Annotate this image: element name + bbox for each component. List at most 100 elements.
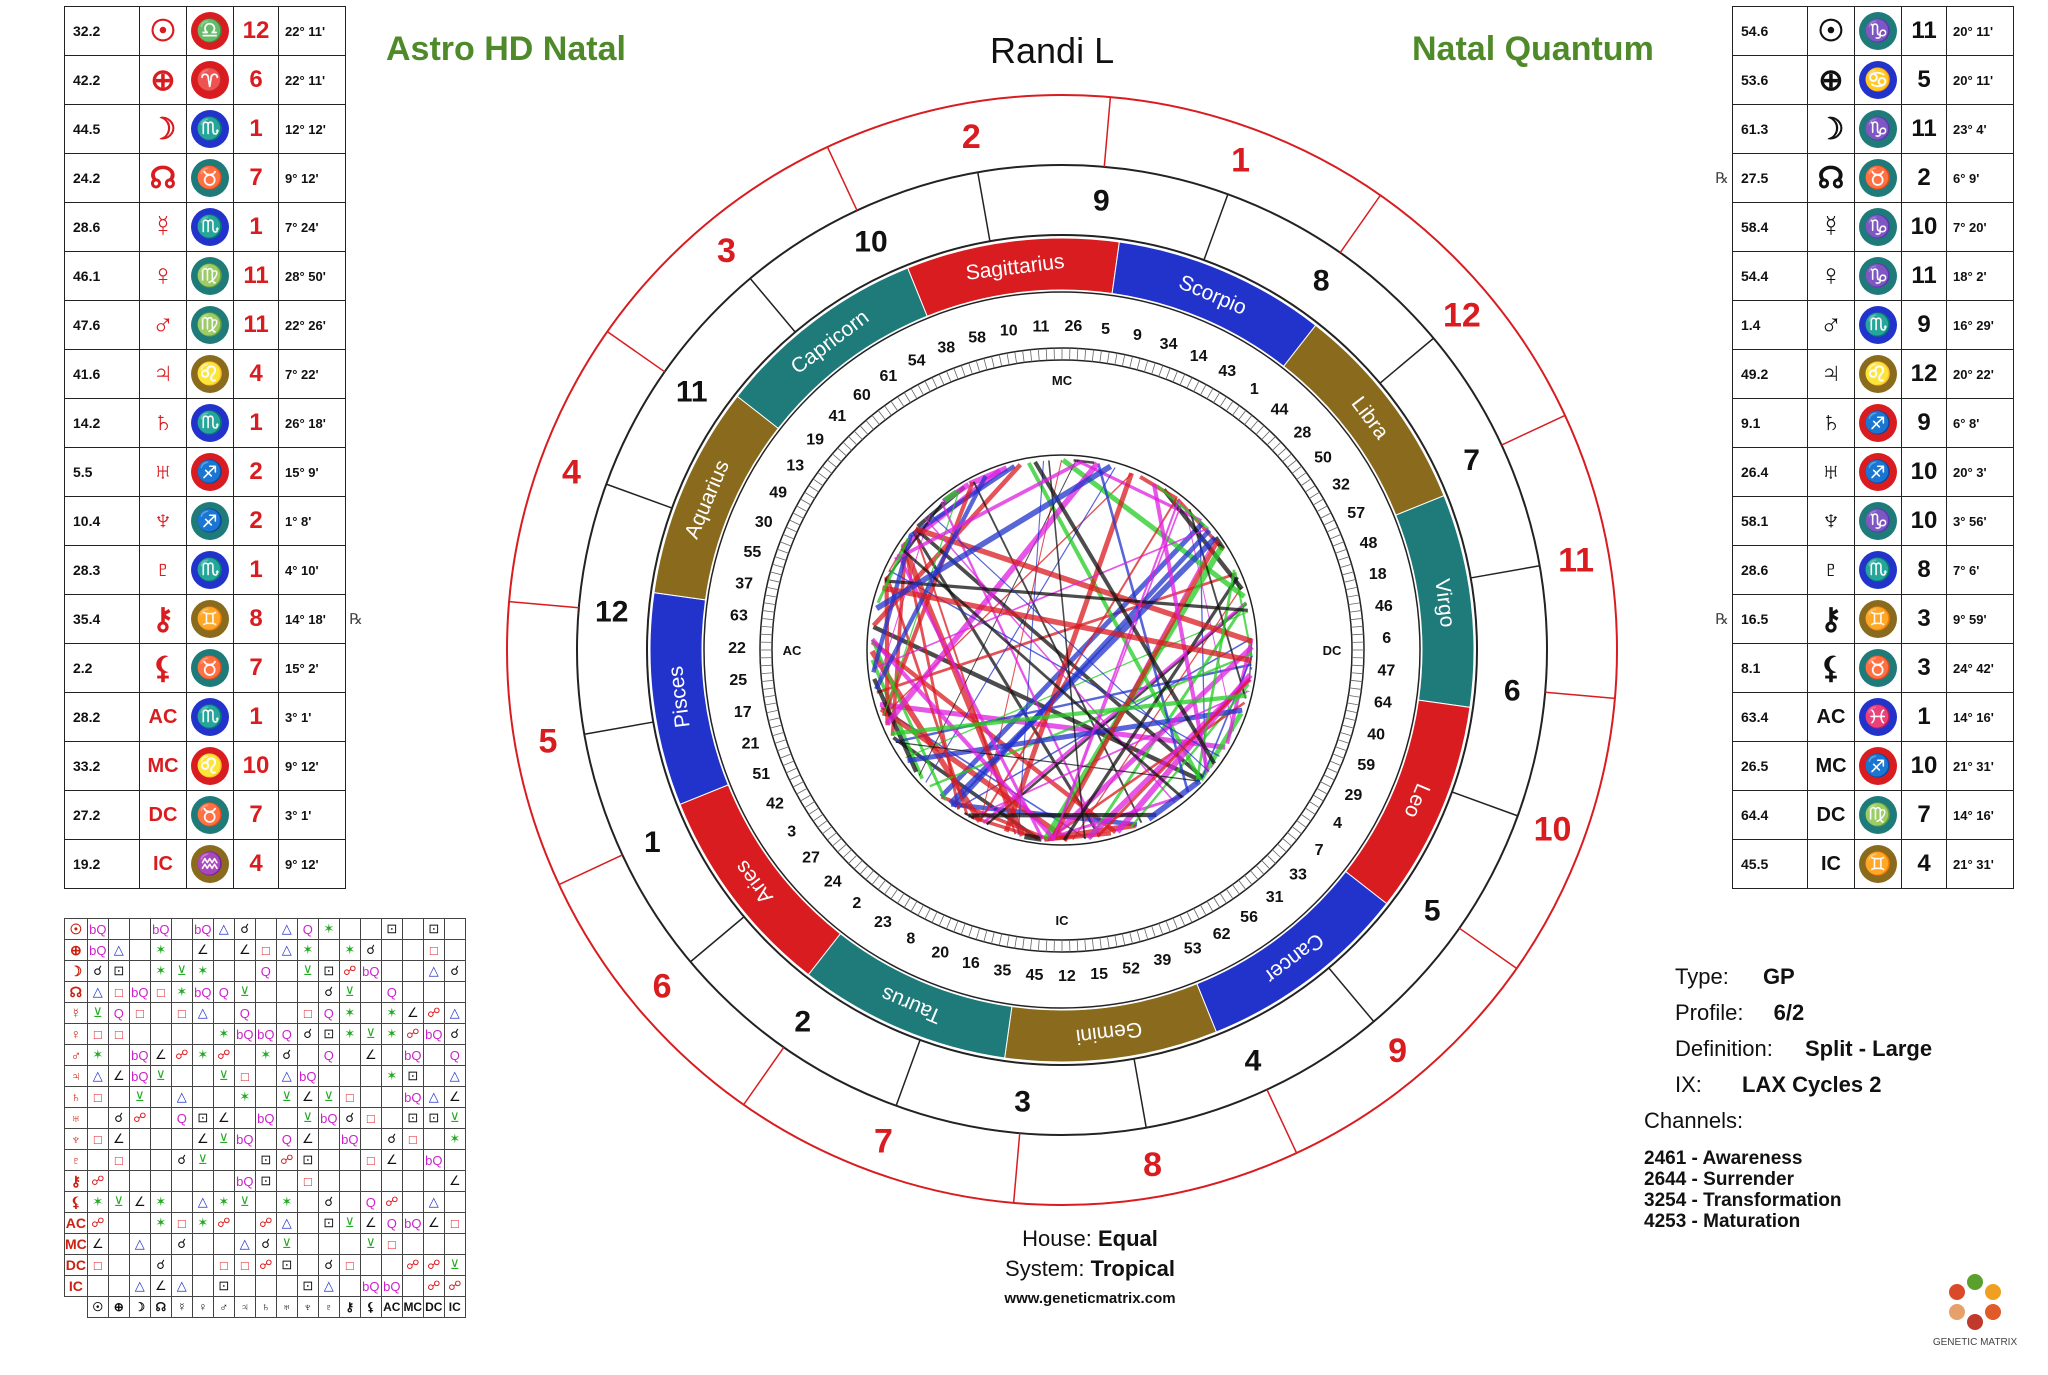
degree-tick <box>1300 478 1312 487</box>
degree-tick <box>1287 459 1297 468</box>
planet-line-value: 33.2 <box>64 741 140 791</box>
aspect-row: ♅☌☍Q⊡∠bQ⊻bQ☌□⊡⊡⊻ <box>64 1107 466 1129</box>
degree-value: 15° 2' <box>278 643 346 693</box>
inner-house-number: 1 <box>644 826 661 859</box>
planet-symbol-icon: ♆ <box>1807 496 1855 546</box>
degree-tick <box>1225 888 1234 900</box>
degree-tick <box>1266 436 1276 446</box>
aspect-line <box>1097 463 1190 793</box>
aspect-line <box>1210 763 1215 768</box>
degree-tick <box>1030 938 1033 951</box>
degree-tick <box>1158 923 1164 935</box>
planet-symbol-icon: ♂ <box>139 300 187 350</box>
degree-tick <box>792 512 804 519</box>
degree-tick <box>1121 354 1126 367</box>
gate-number: 10 <box>1000 322 1018 339</box>
planet-symbol-icon: AC <box>1807 692 1855 742</box>
degree-tick <box>1329 760 1342 766</box>
zodiac-badge: ♑ <box>1854 496 1902 546</box>
aspect-line <box>1003 472 1134 833</box>
degree-tick <box>761 618 774 621</box>
gate-number: 31 <box>1266 889 1284 906</box>
gate-ring-outer <box>703 291 1421 1009</box>
zodiac-sign-icon: ♌ <box>191 747 229 785</box>
degree-tick <box>1179 373 1186 386</box>
gate-number: 59 <box>1357 757 1375 774</box>
degree-tick <box>1349 610 1362 613</box>
degree-tick <box>917 904 924 916</box>
definition-value: Split - Large <box>1804 1036 1933 1061</box>
degree-tick <box>853 860 863 870</box>
planet-line-value: 54.6 <box>1732 6 1808 56</box>
gate-number: 3 <box>787 823 796 840</box>
gate-number: 61 <box>880 368 898 385</box>
degree-tick <box>1277 843 1287 853</box>
gate-number: 2 <box>852 895 861 912</box>
house-number: 10 <box>233 741 279 791</box>
aspect-circle <box>866 454 1258 846</box>
zodiac-badge: ♏ <box>186 398 234 448</box>
degree-tick <box>1206 900 1214 912</box>
aspect-row-label: IC <box>64 1275 88 1297</box>
zodiac-sign-icon: ♉ <box>191 159 229 197</box>
gate-number: 19 <box>806 432 824 449</box>
website-link[interactable]: www.geneticmatrix.com <box>1004 1290 1176 1307</box>
degree-tick <box>924 380 931 392</box>
degree-tick <box>822 826 833 835</box>
planet-line-value: 26.5 <box>1732 741 1808 791</box>
zodiac-sign-icon: ♐ <box>191 453 229 491</box>
degree-tick <box>1186 377 1193 389</box>
gate-number: 62 <box>1213 926 1231 943</box>
gate-number: 34 <box>1160 336 1178 353</box>
degree-tick <box>1206 388 1214 400</box>
gate-number: 49 <box>769 485 787 502</box>
planet-line-value: 54.4 <box>1732 251 1808 301</box>
degree-value: 6° 9' <box>1946 153 2014 203</box>
aspect-cell: bQ <box>296 1065 319 1087</box>
aspect-line <box>979 497 1178 822</box>
outer-house-number: 6 <box>653 968 672 1006</box>
inner-cusp-line <box>689 916 745 963</box>
zodiac-badge: ♏ <box>186 692 234 742</box>
degree-tick <box>762 610 775 613</box>
aspect-row-label: ☊ <box>64 981 88 1003</box>
degree-tick <box>1136 358 1141 370</box>
planet-line-value: 19.2 <box>64 839 140 889</box>
degree-tick <box>903 897 911 908</box>
degree-tick <box>960 365 966 377</box>
outer-house-number: 7 <box>874 1123 893 1161</box>
degree-tick <box>817 472 828 480</box>
degree-tick <box>774 739 787 744</box>
gate-number: 57 <box>1347 505 1365 522</box>
planet-symbol-icon: ☊ <box>139 153 187 203</box>
degree-tick <box>1296 472 1307 480</box>
aspect-cell: bQ <box>233 1170 256 1192</box>
aspect-cell: bQ <box>86 939 109 961</box>
degree-value: 18° 2' <box>1946 251 2014 301</box>
planet-line-value: 10.4 <box>64 496 140 546</box>
aspect-line <box>1062 576 1239 841</box>
gate-number: 18 <box>1369 566 1387 583</box>
degree-tick <box>1219 892 1227 904</box>
degree-tick <box>792 781 804 788</box>
profile-row: Profile: 6/2 <box>1675 1000 1804 1026</box>
house-number: 1 <box>1901 692 1947 742</box>
house-number: 11 <box>233 251 279 301</box>
gate-number: 52 <box>1122 961 1140 978</box>
degree-tick <box>1172 917 1178 930</box>
inner-house-number: 5 <box>1424 894 1441 927</box>
gate-number: 45 <box>1026 967 1044 984</box>
degree-tick <box>1348 602 1361 606</box>
zodiac-badge: ♏ <box>1854 300 1902 350</box>
house-number: 7 <box>1901 790 1947 840</box>
